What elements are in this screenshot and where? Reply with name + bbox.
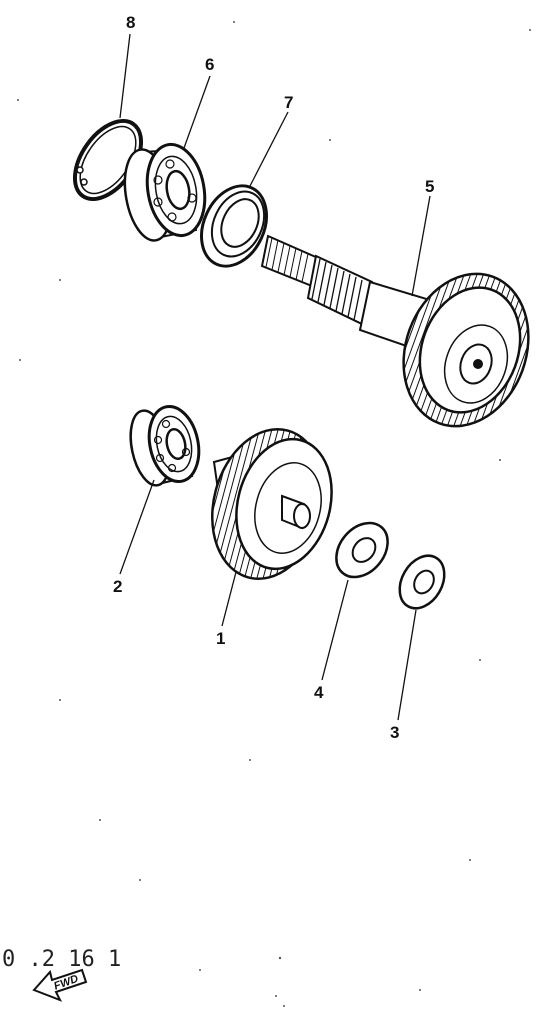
part-label-5: 5 <box>425 177 434 196</box>
reference-code: 0 .2 16 1 <box>2 947 121 972</box>
leader-7 <box>249 111 289 187</box>
leader-3 <box>397 609 417 721</box>
washer-small <box>398 554 446 610</box>
leader-4 <box>321 579 349 681</box>
part-label-1: 1 <box>216 629 225 648</box>
leader-6 <box>183 75 211 149</box>
bearing-upper <box>123 142 207 242</box>
part-label-2: 2 <box>113 577 122 596</box>
leader-5 <box>411 195 431 297</box>
leader-lines <box>119 33 431 721</box>
fwd-arrow-icon: FWD <box>32 968 88 1002</box>
leader-1 <box>221 571 237 627</box>
leader-8 <box>119 33 131 119</box>
oil-seal <box>200 184 268 268</box>
main-shaft <box>260 234 530 428</box>
washer-large <box>335 521 389 579</box>
bearing-lower <box>129 404 201 487</box>
part-label-3: 3 <box>390 723 399 742</box>
print-specks <box>17 21 531 1007</box>
part-label-7: 7 <box>284 93 293 112</box>
fwd-label: FWD <box>52 973 80 993</box>
gear <box>211 428 333 580</box>
part-label-6: 6 <box>205 55 214 74</box>
part-label-4: 4 <box>314 683 324 702</box>
part-label-8: 8 <box>126 13 135 32</box>
leader-2 <box>119 479 155 575</box>
